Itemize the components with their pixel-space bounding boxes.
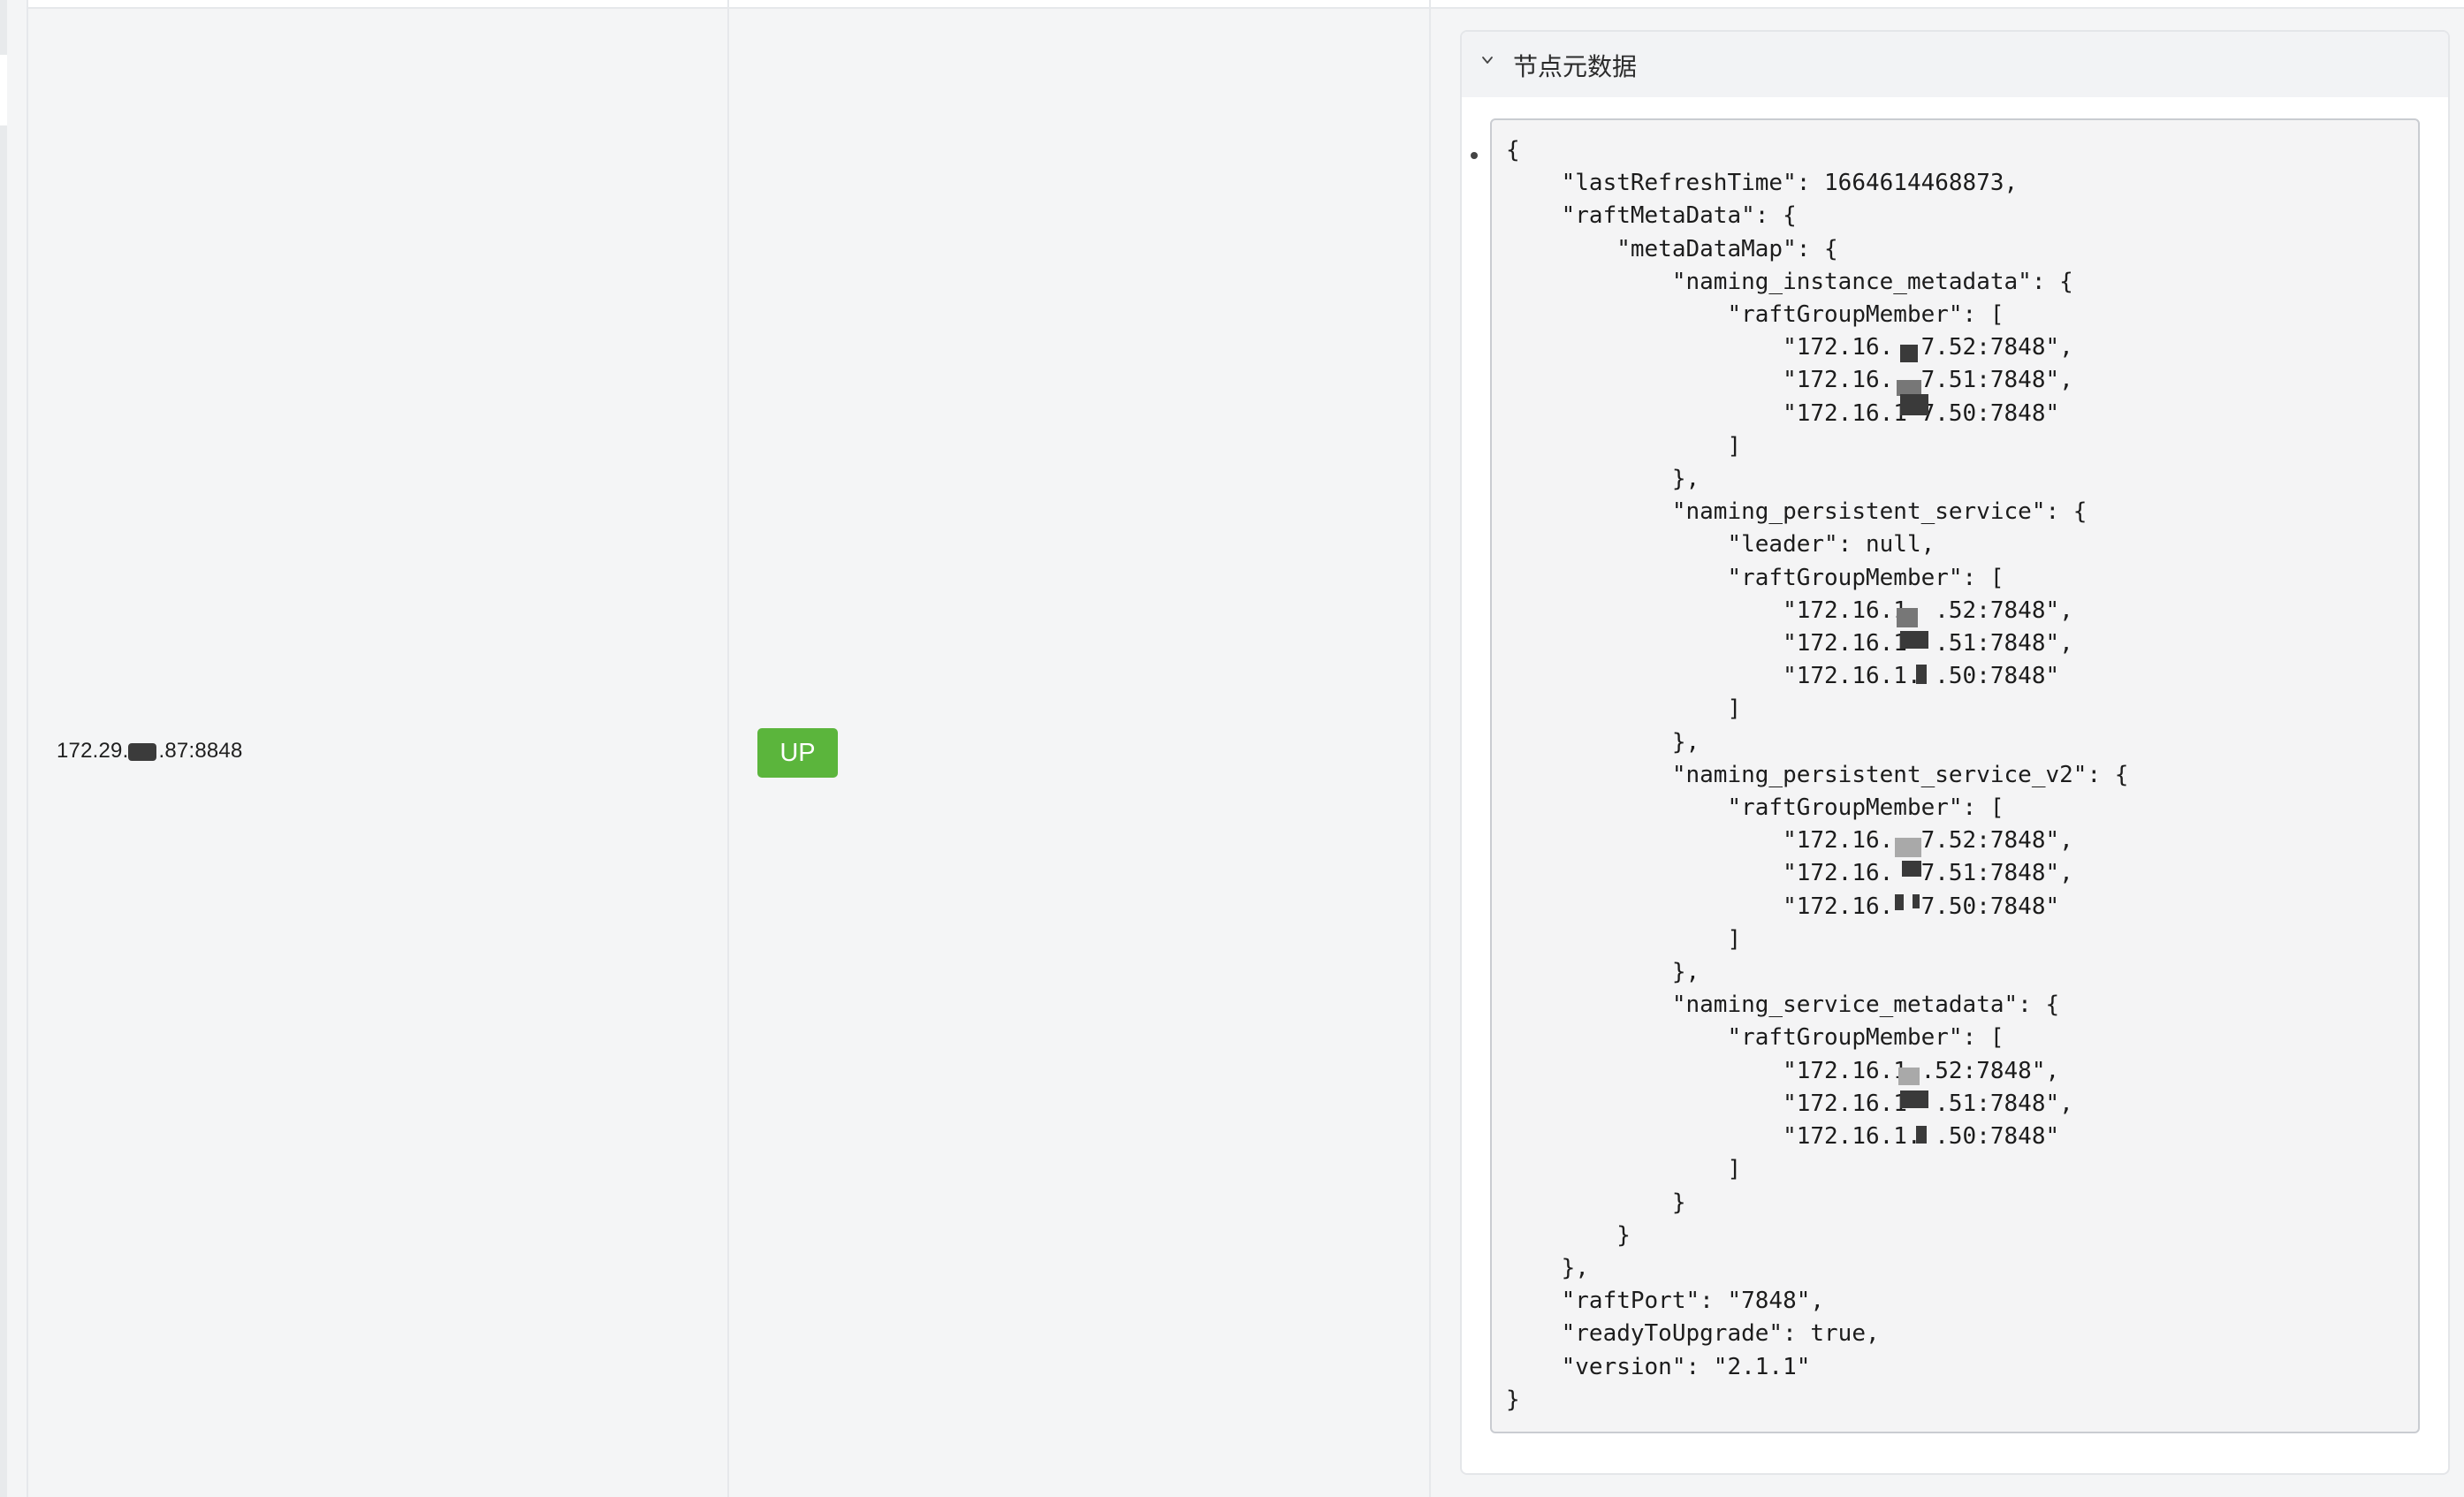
panel-title: 节点元数据 <box>1513 52 1638 81</box>
redaction-mask <box>1895 894 1904 910</box>
column-divider-1 <box>727 0 729 1497</box>
redaction-mask <box>128 743 157 761</box>
table-header-strip <box>27 0 2464 7</box>
list-bullet <box>1471 152 1478 159</box>
redaction-mask <box>1900 1090 1928 1108</box>
redaction-mask <box>1916 1126 1927 1144</box>
redaction-mask <box>1897 380 1921 396</box>
redaction-mask <box>1895 838 1921 857</box>
collapse-header[interactable]: 节点元数据 <box>1462 32 2448 97</box>
redaction-mask <box>1900 631 1928 649</box>
redaction-mask <box>1902 861 1921 877</box>
column-divider-2 <box>1429 0 1431 1497</box>
metadata-json: { "lastRefreshTime": 1664614468873, "raf… <box>1506 137 2129 1413</box>
redaction-mask <box>1913 894 1920 908</box>
redaction-mask <box>1900 345 1918 362</box>
node-metadata-panel: 节点元数据 { "lastRefreshTime": 1664614468873… <box>1460 30 2450 1475</box>
chevron-down-icon[interactable] <box>1481 54 1494 66</box>
redaction-mask <box>1916 665 1927 684</box>
status-badge: UP <box>757 728 838 778</box>
node-address-suffix: .87:8848 <box>158 739 243 763</box>
json-viewer: { "lastRefreshTime": 1664614468873, "raf… <box>1490 118 2420 1433</box>
redaction-mask <box>1898 1068 1920 1085</box>
gutter-highlight <box>0 55 7 125</box>
redaction-mask <box>1897 608 1918 627</box>
column-divider-left <box>27 0 28 1497</box>
redaction-mask <box>1900 394 1928 415</box>
node-address-prefix: 172.29. <box>57 739 129 763</box>
left-gutter <box>0 0 7 1497</box>
node-address: 172.29. .87:8848 <box>57 739 243 764</box>
